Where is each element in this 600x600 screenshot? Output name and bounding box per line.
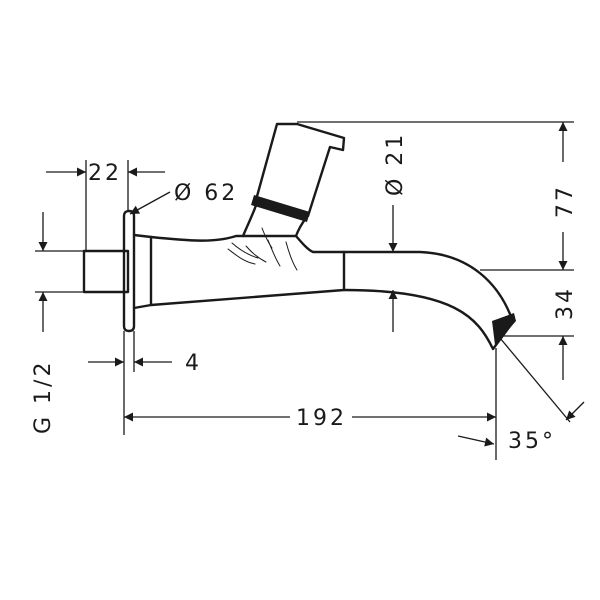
dimension-labels: G 1/2 22 Ø 62 4 Ø 21 192 77 34 35° bbox=[31, 132, 578, 454]
label-outlet-angle: 35° bbox=[508, 429, 556, 454]
handle-neck bbox=[241, 203, 258, 238]
handle bbox=[254, 122, 346, 218]
conical-body bbox=[149, 234, 346, 307]
tap-outline bbox=[82, 122, 516, 351]
shading-hatch bbox=[227, 227, 298, 271]
label-handle-height: 77 bbox=[553, 184, 578, 218]
label-flange-diameter: Ø 62 bbox=[174, 181, 238, 206]
dimension-lines bbox=[35, 121, 585, 460]
label-total-length: 192 bbox=[296, 406, 347, 431]
label-flange-thickness: 4 bbox=[185, 351, 202, 376]
body-hub bbox=[132, 233, 153, 310]
label-flange-projection: 22 bbox=[88, 161, 122, 186]
handle-neck-right bbox=[294, 216, 308, 238]
spout bbox=[342, 250, 515, 351]
label-outlet-drop: 34 bbox=[553, 286, 578, 320]
spout-nozzle bbox=[492, 313, 516, 345]
thread-stub bbox=[82, 249, 130, 294]
label-spout-diameter: Ø 21 bbox=[383, 132, 408, 196]
wall-flange bbox=[122, 209, 136, 333]
label-connection-thread: G 1/2 bbox=[31, 360, 56, 434]
handle-band bbox=[251, 195, 310, 222]
